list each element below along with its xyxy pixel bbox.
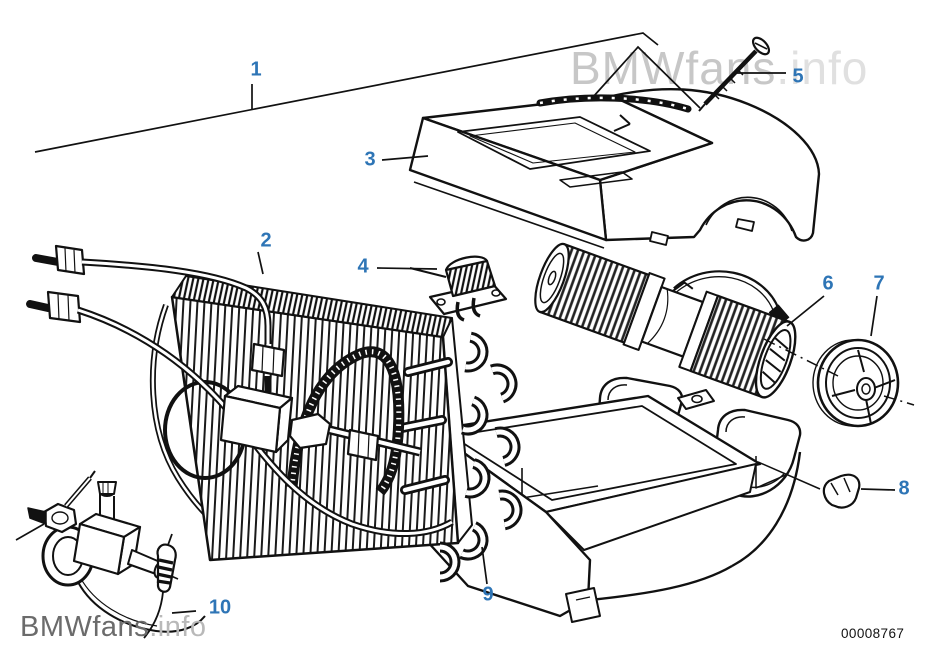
- evaporator-core: [26, 244, 523, 583]
- callout-5[interactable]: 5: [792, 65, 804, 88]
- callout-2[interactable]: 2: [260, 229, 272, 252]
- callout-9[interactable]: 9: [482, 583, 494, 606]
- callout-6[interactable]: 6: [822, 272, 834, 295]
- refrigerant-u-bends: [439, 331, 523, 583]
- callout-1[interactable]: 1: [250, 58, 262, 81]
- heater-upper-cover: [408, 87, 821, 249]
- callout-8[interactable]: 8: [898, 477, 910, 500]
- expansion-valve-assembly: [15, 470, 206, 639]
- callout-10[interactable]: 10: [208, 596, 232, 619]
- watermark-bottom-left: BMWfans.info: [20, 613, 207, 642]
- callout-4[interactable]: 4: [357, 255, 369, 278]
- callout-leader-lines: [34, 32, 915, 614]
- callout-3[interactable]: 3: [364, 148, 376, 171]
- watermark-suffix-text: .info: [776, 42, 869, 94]
- resistor-bracket: [409, 255, 508, 322]
- retaining-clip: [822, 473, 861, 509]
- callout-7[interactable]: 7: [873, 272, 885, 295]
- watermark-suffix-text: .info: [149, 611, 207, 643]
- fastening-screw: [698, 36, 771, 112]
- watermark-brand-text: BMWfans: [20, 611, 150, 643]
- impeller-wheel: [812, 338, 900, 428]
- drawing-number: 00008767: [841, 626, 905, 641]
- blower-motor-assembly: [534, 242, 797, 399]
